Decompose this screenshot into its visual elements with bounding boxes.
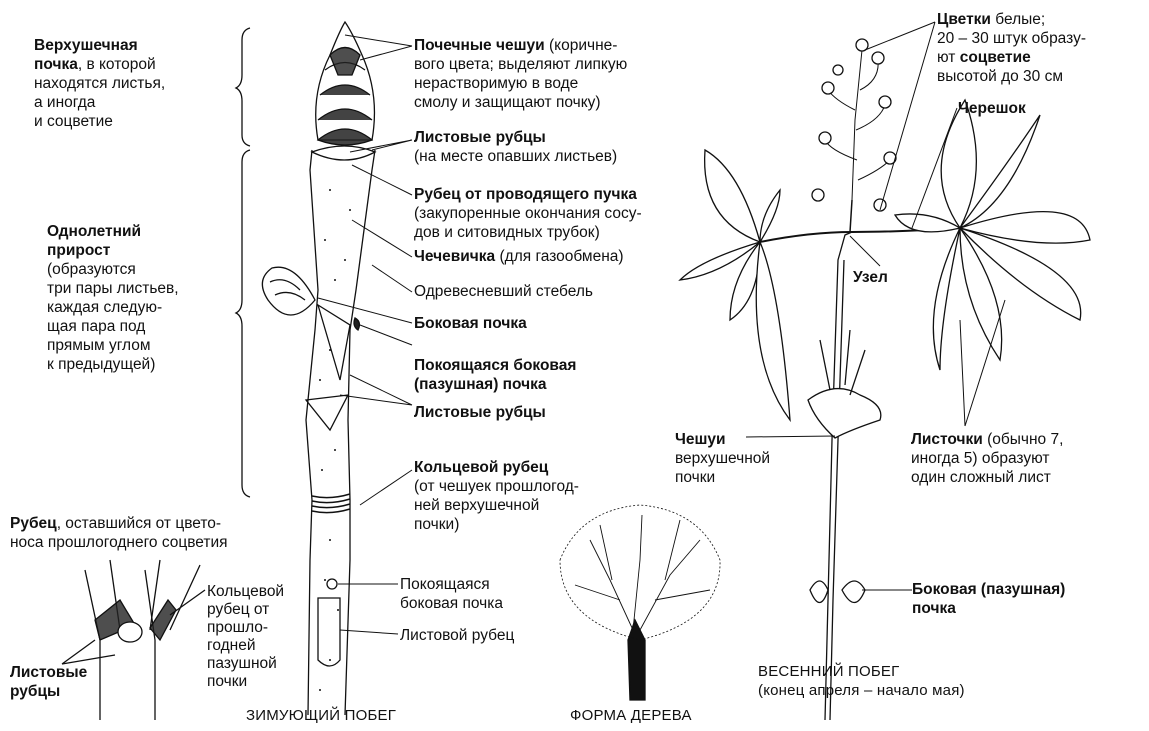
label-leaf-scars-top: Листовые рубцы (на месте опавших листьев…	[414, 128, 617, 166]
label-apical-scales-bold: Чешуи	[675, 431, 726, 448]
label-dormant-small: Покоящаяся боковая почка	[400, 575, 503, 613]
label-bundle-scar: Рубец от проводящего пучка (закупоренные…	[414, 185, 642, 242]
caption-winter-shoot: ЗИМУЮЩИЙ ПОБЕГ	[246, 707, 396, 724]
label-leaf-scars-top-text: (на месте опавших листьев)	[414, 148, 617, 165]
label-ring-scar-bold: Кольцевой рубец	[414, 459, 548, 476]
tree-form	[560, 505, 720, 700]
label-flowers-bold: Цветки	[937, 11, 991, 28]
label-flowers: Цветки белые; 20 – 30 штук образу- ют со…	[937, 10, 1086, 86]
label-inflorescence-scar-bold: Рубец	[10, 515, 57, 532]
label-apical-bud: Верхушечная почка, в которой находятся л…	[34, 36, 165, 131]
label-inflorescence-bold: соцветие	[960, 49, 1031, 66]
label-annual-growth-bold: Однолетний прирост	[47, 223, 141, 259]
label-petiole: Черешок	[958, 99, 1026, 118]
label-lenticel-bold: Чечевичка	[414, 248, 495, 265]
label-bud-scales-bold: Почечные чешуи	[414, 37, 545, 54]
label-leaf-scars-mid: Листовые рубцы	[414, 403, 546, 422]
label-apical-scales: Чешуи верхушечной почки	[675, 430, 770, 487]
label-lateral-bud: Боковая почка	[414, 314, 527, 333]
caption-tree-form: ФОРМА ДЕРЕВА	[570, 707, 692, 724]
label-annual-growth-text: (образуются три пары листьев, каждая сле…	[47, 261, 179, 373]
brace-apical	[236, 28, 250, 146]
label-inflorescence-scar: Рубец, оставшийся от цвето- носа прошлог…	[10, 514, 228, 552]
label-ring-scar: Кольцевой рубец (от чешуек прошлогод- не…	[414, 458, 579, 534]
caption-spring-shoot: ВЕСЕННИЙ ПОБЕГ	[758, 663, 899, 680]
label-node: Узел	[853, 268, 888, 287]
label-bundle-scar-text: (закупоренные окончания сосу- дов и сито…	[414, 205, 642, 241]
label-bundle-scar-bold: Рубец от проводящего пучка	[414, 186, 637, 203]
label-leaf-scars-top-bold: Листовые рубцы	[414, 129, 546, 146]
label-dormant-bud: Покоящаяся боковая (пазушная) почка	[414, 356, 576, 394]
label-woody-stem: Одревесневший стебель	[414, 282, 593, 301]
label-lenticel: Чечевичка (для газообмена)	[414, 247, 624, 266]
label-axillary-bud: Боковая (пазушная) почка	[912, 580, 1065, 618]
label-lenticel-text: (для газообмена)	[495, 248, 623, 265]
label-leaf-scar-small: Листовой рубец	[400, 626, 514, 645]
brace-annual	[236, 150, 250, 497]
label-leaflets-bold: Листочки	[911, 431, 983, 448]
label-ring-scar-small: Кольцевой рубец от прошло- годней пазушн…	[207, 583, 284, 691]
label-leaflets: Листочки (обычно 7, иногда 5) образуют о…	[911, 430, 1063, 487]
label-ring-scar-text: (от чешуек прошлогод- ней верхушечной по…	[414, 478, 579, 533]
label-apical-scales-text: верхушечной почки	[675, 450, 770, 486]
label-leaf-scars-small: Листовые рубцы	[10, 663, 87, 701]
caption-spring-dates: (конец апреля – начало мая)	[758, 682, 965, 699]
label-annual-growth: Однолетний прирост (образуются три пары …	[47, 222, 179, 374]
label-inflorescence-text: высотой до 30 см	[937, 68, 1063, 85]
label-bud-scales: Почечные чешуи (коричне- вого цвета; выд…	[414, 36, 627, 112]
